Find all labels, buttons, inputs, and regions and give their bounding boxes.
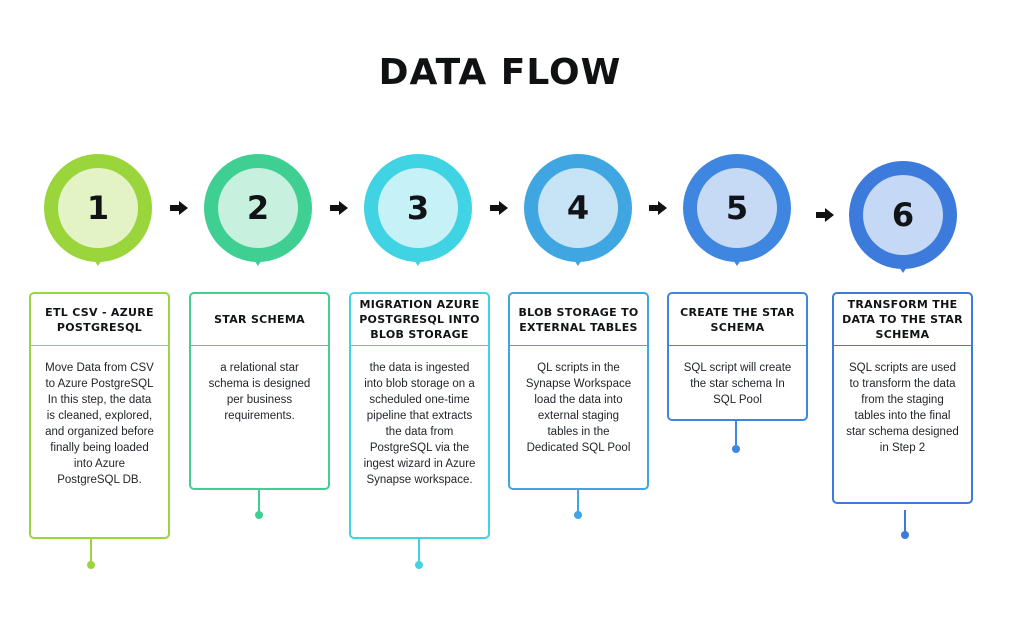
step-5-connector-dot [732,445,740,453]
step-6-number: 6 [863,175,943,255]
step-5-description: SQL script will create the star schema I… [683,362,792,406]
step-6-marker: 6 [849,161,957,273]
step-2-connector [258,490,260,514]
step-4-description: QL scripts in the Synapse Workspace load… [525,362,632,454]
step-3-connector [418,539,420,563]
step-4-number: 4 [538,168,618,248]
step-3-heading: MIGRATION AZURE POSTGRESQL INTO BLOB STO… [351,294,488,346]
arrow-2-to-3-icon [330,201,348,215]
step-3-card: MIGRATION AZURE POSTGRESQL INTO BLOB STO… [349,292,490,539]
step-1-number: 1 [58,168,138,248]
step-2-marker: 2 [204,154,312,266]
arrow-4-to-5-icon [649,201,667,215]
step-5-card: CREATE THE STAR SCHEMA SQL script will c… [667,292,808,421]
step-6-connector-dot [901,531,909,539]
step-4-heading: BLOB STORAGE TO EXTERNAL TABLES [510,294,647,346]
step-2-pin-tip [250,254,266,266]
step-5-pin-tip [729,254,745,266]
arrow-5-to-6-icon [816,208,834,222]
step-2-card: STAR SCHEMA a relational star schema is … [189,292,330,490]
step-5-connector [735,421,737,445]
step-6-connector [904,510,906,534]
step-2-connector-dot [255,511,263,519]
step-5-number: 5 [697,168,777,248]
step-2-number: 2 [218,168,298,248]
step-2-heading: STAR SCHEMA [191,294,328,346]
page-title: DATA FLOW [378,52,622,93]
step-1-description: Move Data from CSV to Azure PostgreSQL I… [45,362,154,486]
step-4-marker: 4 [524,154,632,266]
step-4-card: BLOB STORAGE TO EXTERNAL TABLES QL scrip… [508,292,649,490]
step-3-number: 3 [378,168,458,248]
step-1-connector [90,539,92,563]
step-1-heading: ETL CSV - AZURE POSTGRESQL [31,294,168,346]
step-3-description: the data is ingested into blob storage o… [363,362,476,486]
step-1-pin-tip [90,254,106,266]
step-6-heading: TRANSFORM THE DATA TO THE STAR SCHEMA [834,294,971,346]
arrow-1-to-2-icon [170,201,188,215]
arrow-3-to-4-icon [490,201,508,215]
step-4-connector-dot [574,511,582,519]
step-3-pin-tip [410,254,426,266]
step-5-marker: 5 [683,154,791,266]
step-2-description: a relational star schema is designed per… [208,362,311,422]
step-3-connector-dot [415,561,423,569]
step-4-connector [577,490,579,514]
step-1-marker: 1 [44,154,152,266]
step-6-description: SQL scripts are used to transform the da… [846,362,959,454]
step-6-card: TRANSFORM THE DATA TO THE STAR SCHEMA SQ… [832,292,973,504]
step-1-card: ETL CSV - AZURE POSTGRESQL Move Data fro… [29,292,170,539]
step-5-heading: CREATE THE STAR SCHEMA [669,294,806,346]
step-6-pin-tip [895,261,911,273]
step-1-connector-dot [87,561,95,569]
step-4-pin-tip [570,254,586,266]
step-3-marker: 3 [364,154,472,266]
